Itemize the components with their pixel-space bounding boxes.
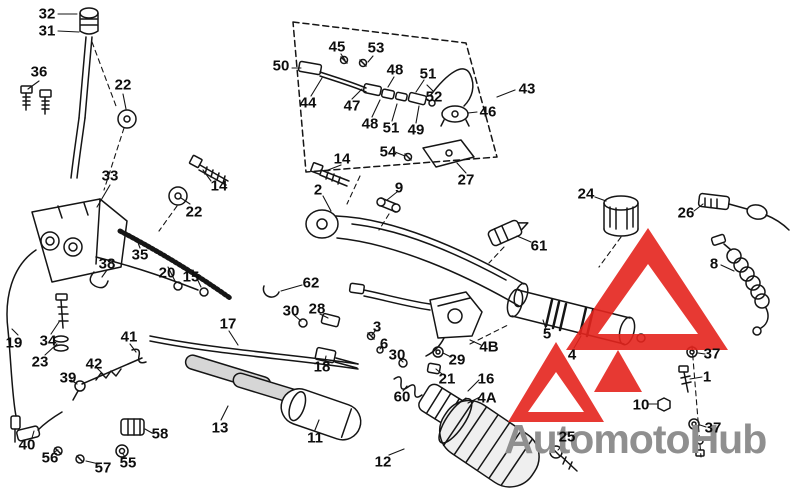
washer-22b-art [168, 186, 188, 206]
part-label-61: 61 [530, 237, 548, 255]
part-label-12: 12 [374, 453, 392, 471]
part-label-31: 31 [38, 22, 56, 40]
part-label-34: 34 [39, 332, 57, 350]
bolt-36-art [20, 85, 52, 115]
fasteners-art [657, 346, 705, 457]
part-label-6: 6 [379, 335, 389, 353]
part-label-22: 22 [114, 76, 132, 94]
part-label-36: 36 [30, 63, 48, 81]
part-label-37: 37 [704, 419, 722, 437]
switch-bracket-art [348, 282, 483, 357]
part-label-16: 16 [477, 370, 495, 388]
part-label-62: 62 [302, 274, 320, 292]
part-label-39: 39 [59, 369, 77, 387]
part-label-49: 49 [407, 121, 425, 139]
part-label-56: 56 [41, 449, 59, 467]
part-label-47: 47 [343, 97, 361, 115]
small-parts-art [262, 285, 444, 375]
part-label-37: 37 [703, 345, 721, 363]
part-label-1: 1 [702, 368, 712, 386]
part-label-25: 25 [558, 428, 576, 446]
part-label-2: 2 [313, 181, 323, 199]
linkage-art [16, 348, 147, 464]
part-label-15: 15 [182, 268, 200, 286]
throttle-cable-art [297, 55, 475, 168]
part-label-30: 30 [388, 346, 406, 364]
part-label-57: 57 [94, 459, 112, 477]
part-label-9: 9 [394, 179, 404, 197]
steering-bracket-art [31, 198, 128, 352]
part-label-17: 17 [219, 315, 237, 333]
part-label-30: 30 [282, 302, 300, 320]
part-label-55: 55 [119, 454, 137, 472]
watermark-text-part2: Hub [689, 416, 768, 462]
part-label-5: 5 [542, 325, 552, 343]
part-label-8: 8 [709, 255, 719, 273]
part-label-14: 14 [210, 177, 228, 195]
part-61-art [487, 219, 529, 247]
part-label-23: 23 [31, 353, 49, 371]
connector-26-art [697, 192, 790, 231]
part-label-3: 3 [372, 318, 382, 336]
part-label-32: 32 [38, 5, 56, 23]
part-label-54: 54 [379, 143, 397, 161]
part-label-38: 38 [98, 255, 116, 273]
bolt-14b-art [310, 162, 350, 187]
part-label-42: 42 [85, 355, 103, 373]
part-label-48: 48 [386, 61, 404, 79]
part-label-28: 28 [308, 300, 326, 318]
part-label-35: 35 [131, 246, 149, 264]
part-label-11: 11 [307, 429, 323, 447]
part-label-51: 51 [382, 119, 400, 137]
part-label-40: 40 [18, 436, 36, 454]
part-label-60: 60 [393, 388, 411, 406]
part-label-10: 10 [632, 396, 650, 414]
handle-11-art [280, 388, 362, 441]
part-label-33: 33 [101, 167, 119, 185]
watermark-text: AutomotoHub [504, 416, 768, 463]
part-label-22: 22 [185, 203, 203, 221]
part-label-44: 44 [299, 94, 317, 112]
part-label-51: 51 [419, 65, 437, 83]
part-label-41: 41 [120, 328, 138, 346]
dashed-box-43 [292, 21, 498, 173]
part-label-21: 21 [438, 370, 456, 388]
part-label-20: 20 [158, 264, 176, 282]
bolt-14a-art [188, 154, 229, 186]
grip-12-art [438, 397, 540, 488]
part-label-24: 24 [577, 185, 595, 203]
shift-lever-art [70, 7, 99, 179]
part-label-48: 48 [361, 115, 379, 133]
part-label-13: 13 [211, 419, 229, 437]
cables-art [6, 228, 359, 443]
washer-22a-art [117, 109, 137, 129]
tiller-arm-art [305, 209, 529, 308]
part-label-58: 58 [151, 425, 169, 443]
part-label-19: 19 [5, 334, 23, 352]
screw-25-art [549, 445, 578, 472]
part-label-4B: 4B [479, 338, 499, 356]
part-label-43: 43 [518, 80, 536, 98]
part-label-52: 52 [425, 88, 443, 106]
part-label-27: 27 [457, 171, 475, 189]
watermark-text-part1: Automoto [504, 416, 691, 462]
part-label-45: 45 [328, 38, 346, 56]
part-label-50: 50 [272, 57, 290, 75]
link-9-art [376, 197, 401, 213]
part-label-29: 29 [448, 351, 466, 369]
part-label-18: 18 [313, 358, 331, 376]
part-label-26: 26 [677, 204, 695, 222]
part-label-14: 14 [333, 150, 351, 168]
part-label-53: 53 [367, 39, 385, 57]
leader-lines [11, 13, 735, 465]
spring-60-art [393, 376, 423, 398]
part-label-4A: 4A [477, 389, 497, 407]
part-label-4: 4 [567, 346, 577, 364]
part-label-46: 46 [479, 103, 497, 121]
